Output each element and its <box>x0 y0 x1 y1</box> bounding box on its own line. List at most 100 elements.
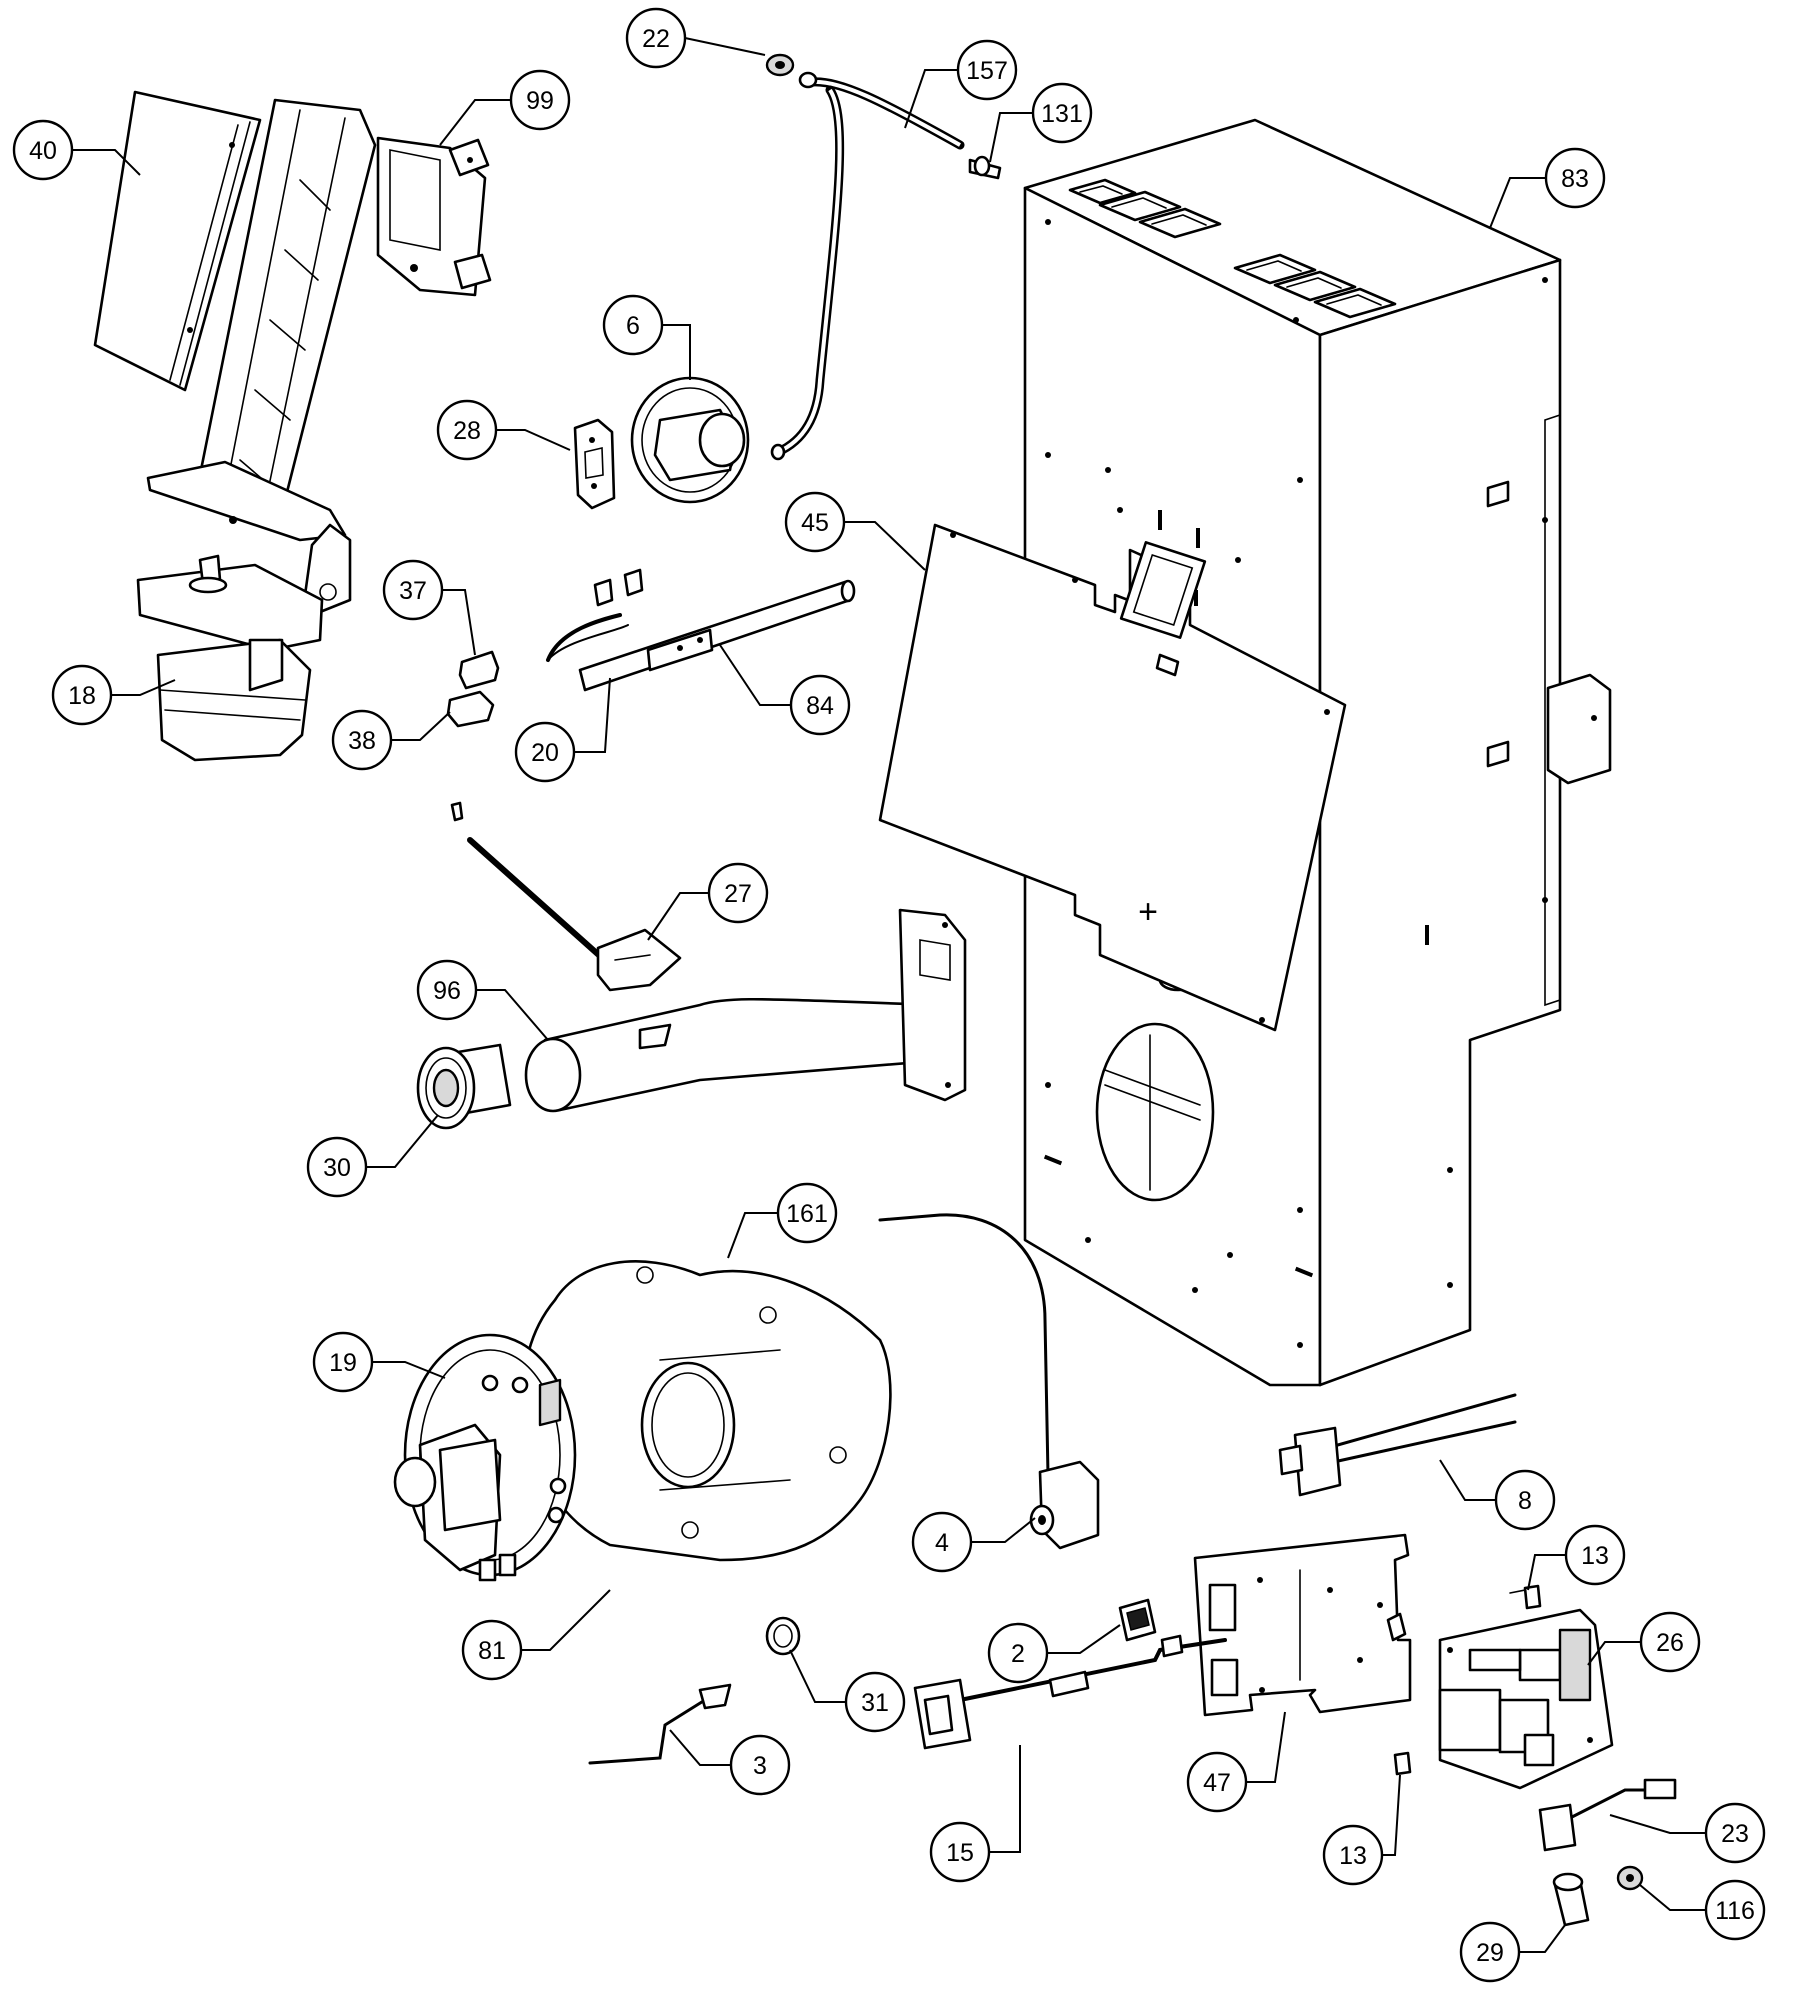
callout-37: 37 <box>382 559 444 621</box>
callout-3: 3 <box>729 1734 791 1796</box>
svg-text:20: 20 <box>531 739 559 767</box>
svg-text:3: 3 <box>753 1752 767 1780</box>
callout-84: 84 <box>789 674 851 736</box>
callout-30: 30 <box>306 1136 368 1198</box>
svg-text:8: 8 <box>1518 1487 1532 1515</box>
callout-13-upper: 13 <box>1564 1524 1626 1586</box>
igniter-wire-20 <box>546 568 644 662</box>
callout-18: 18 <box>51 664 113 726</box>
panel-plus-sign: + <box>1138 893 1158 931</box>
svg-text:83: 83 <box>1561 165 1589 193</box>
wire-harness-15 <box>913 1634 1227 1750</box>
callouts: 22 157 131 99 40 83 6 28 <box>12 7 1766 1983</box>
callout-131: 131 <box>1031 82 1093 144</box>
svg-text:29: 29 <box>1476 1939 1504 1967</box>
fitting-29 <box>1552 1872 1590 1927</box>
rocker-switch-2 <box>1118 1598 1157 1642</box>
svg-text:96: 96 <box>433 977 461 1005</box>
callout-161: 161 <box>776 1182 838 1244</box>
callout-28: 28 <box>436 399 498 461</box>
svg-text:47: 47 <box>1203 1769 1231 1797</box>
callout-23: 23 <box>1704 1802 1766 1864</box>
svg-text:84: 84 <box>806 692 834 720</box>
callout-2: 2 <box>987 1622 1049 1684</box>
svg-text:99: 99 <box>526 87 554 115</box>
svg-text:161: 161 <box>786 1200 828 1228</box>
svg-text:30: 30 <box>323 1154 351 1182</box>
svg-text:37: 37 <box>399 577 427 605</box>
svg-text:13: 13 <box>1581 1542 1609 1570</box>
svg-text:26: 26 <box>1656 1629 1684 1657</box>
callout-81: 81 <box>461 1619 523 1681</box>
blast-tube-96 <box>524 908 967 1113</box>
svg-text:13: 13 <box>1339 1842 1367 1870</box>
washer-116 <box>1616 1865 1644 1891</box>
svg-text:23: 23 <box>1721 1820 1749 1848</box>
limit-control-4 <box>878 1213 1100 1550</box>
standoff-13-lower <box>1393 1751 1412 1776</box>
callout-31: 31 <box>844 1671 906 1733</box>
callout-96: 96 <box>416 959 478 1021</box>
callout-45: 45 <box>784 491 846 553</box>
probe-8 <box>1278 1393 1517 1497</box>
flame-sensor-27 <box>450 801 682 992</box>
end-cone-30 <box>416 1043 512 1130</box>
callout-29: 29 <box>1459 1921 1521 1983</box>
svg-text:27: 27 <box>724 880 752 908</box>
callout-22: 22 <box>625 7 687 69</box>
svg-text:4: 4 <box>935 1529 949 1557</box>
svg-text:40: 40 <box>29 137 57 165</box>
svg-text:2: 2 <box>1011 1640 1025 1668</box>
callout-38: 38 <box>331 709 393 771</box>
svg-text:31: 31 <box>861 1689 889 1717</box>
leader-lines <box>73 37 1705 1953</box>
svg-text:157: 157 <box>966 57 1008 85</box>
callout-6: 6 <box>602 294 664 356</box>
callout-40: 40 <box>12 119 74 181</box>
callout-47: 47 <box>1186 1751 1248 1813</box>
fitting-131 <box>968 155 1002 180</box>
cable-23 <box>1538 1778 1677 1852</box>
grommet-22 <box>765 53 795 77</box>
svg-text:19: 19 <box>329 1349 357 1377</box>
callout-83: 83 <box>1544 147 1606 209</box>
control-board-26 <box>1438 1608 1614 1790</box>
callout-4: 4 <box>911 1511 973 1573</box>
clip-37 <box>458 650 500 690</box>
callout-13-lower: 13 <box>1322 1824 1384 1886</box>
svg-text:6: 6 <box>626 312 640 340</box>
blower-motor-plate-19 <box>393 1333 577 1582</box>
callout-8: 8 <box>1494 1469 1556 1531</box>
electrode-3 <box>588 1683 732 1765</box>
bracket-28 <box>573 418 616 510</box>
svg-text:18: 18 <box>68 682 96 710</box>
svg-text:45: 45 <box>801 509 829 537</box>
svg-text:28: 28 <box>453 417 481 445</box>
svg-text:81: 81 <box>478 1637 506 1665</box>
svg-text:22: 22 <box>642 25 670 53</box>
callout-26: 26 <box>1639 1611 1701 1673</box>
tubing-157 <box>770 71 965 461</box>
callout-27: 27 <box>707 862 769 924</box>
air-motor-18 <box>136 554 324 762</box>
callout-15: 15 <box>929 1821 991 1883</box>
svg-text:116: 116 <box>1715 1897 1755 1925</box>
burner-housing-99 <box>146 98 492 614</box>
clip-38 <box>446 690 495 728</box>
callout-20: 20 <box>514 721 576 783</box>
callout-19: 19 <box>312 1331 374 1393</box>
cap-31 <box>765 1616 801 1656</box>
pressure-switch-6 <box>630 376 750 504</box>
callout-157: 157 <box>956 39 1018 101</box>
callout-116: 116 <box>1704 1879 1766 1941</box>
callout-99: 99 <box>509 69 571 131</box>
panel-45: + <box>878 523 1347 1032</box>
svg-text:131: 131 <box>1041 100 1083 128</box>
mounting-plate-47 <box>1193 1533 1412 1717</box>
svg-text:15: 15 <box>946 1839 974 1867</box>
blower-housing-161 <box>522 1260 892 1562</box>
svg-text:38: 38 <box>348 727 376 755</box>
shroud-40 <box>93 90 262 392</box>
igniter-84 <box>578 579 856 692</box>
